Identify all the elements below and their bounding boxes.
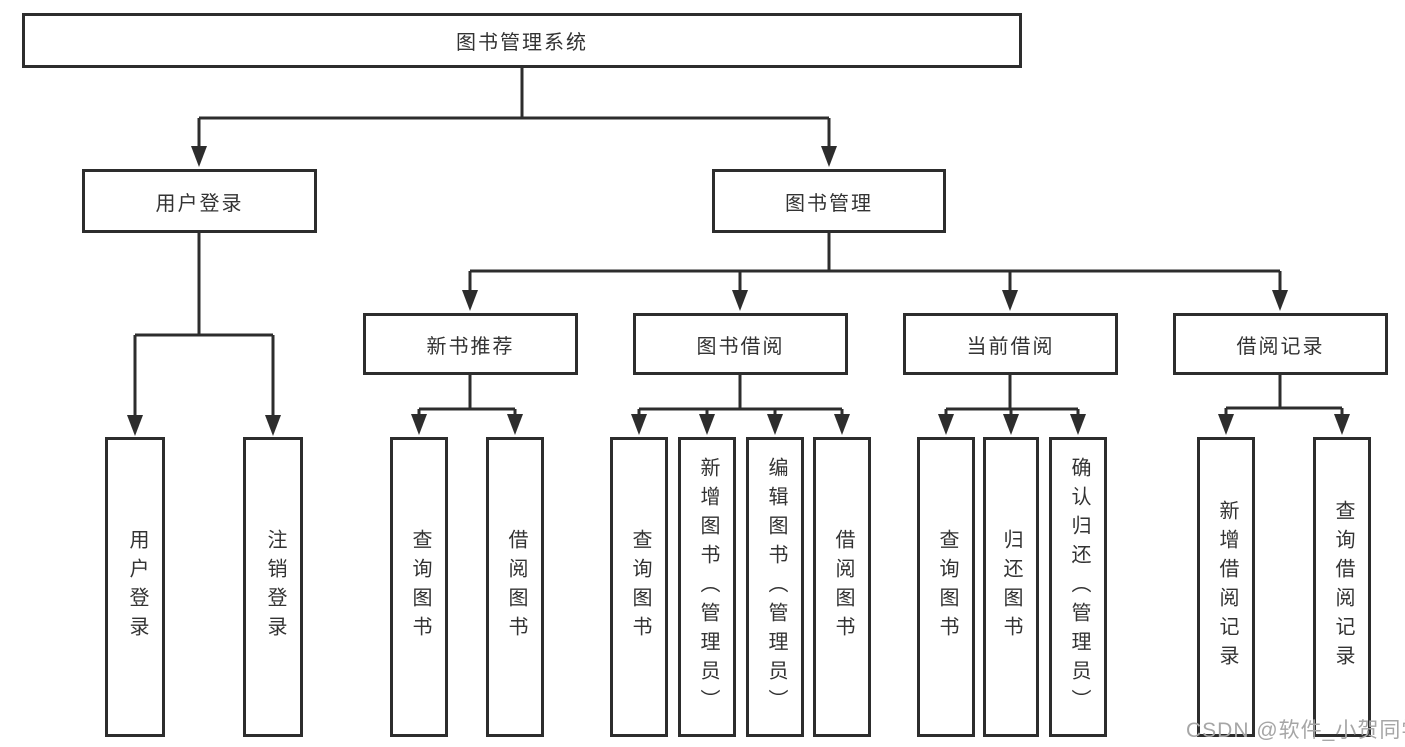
- leaf-current-query-books: 查询图书: [917, 437, 975, 737]
- leaf-borrow-add-books: 新增图书（管理员）: [678, 437, 736, 737]
- node-book-management: 图书管理: [712, 169, 946, 233]
- node-root: 图书管理系统: [22, 13, 1022, 68]
- leaf-recommend-query-books: 查询图书: [390, 437, 448, 737]
- csdn-watermark: CSDN @软件_小贺同学: [1186, 719, 1405, 742]
- node-borrow-records: 借阅记录: [1173, 313, 1388, 375]
- leaf-logout: 注销登录: [243, 437, 303, 737]
- leaf-current-return-books: 归还图书: [983, 437, 1039, 737]
- node-user-login-branch: 用户登录: [82, 169, 317, 233]
- node-new-book-recommend: 新书推荐: [363, 313, 578, 375]
- leaf-records-query-record: 查询借阅记录: [1313, 437, 1371, 737]
- leaf-records-add-record: 新增借阅记录: [1197, 437, 1255, 737]
- leaf-borrow-query-books: 查询图书: [610, 437, 668, 737]
- node-book-borrow: 图书借阅: [633, 313, 848, 375]
- arrowheads: [127, 146, 1350, 436]
- leaf-recommend-borrow-books: 借阅图书: [486, 437, 544, 737]
- leaf-user-login: 用户登录: [105, 437, 165, 737]
- leaf-borrow-borrow-books: 借阅图书: [813, 437, 871, 737]
- leaf-current-confirm-return: 确认归还（管理员）: [1049, 437, 1107, 737]
- node-current-borrow: 当前借阅: [903, 313, 1118, 375]
- leaf-borrow-edit-books: 编辑图书（管理员）: [746, 437, 804, 737]
